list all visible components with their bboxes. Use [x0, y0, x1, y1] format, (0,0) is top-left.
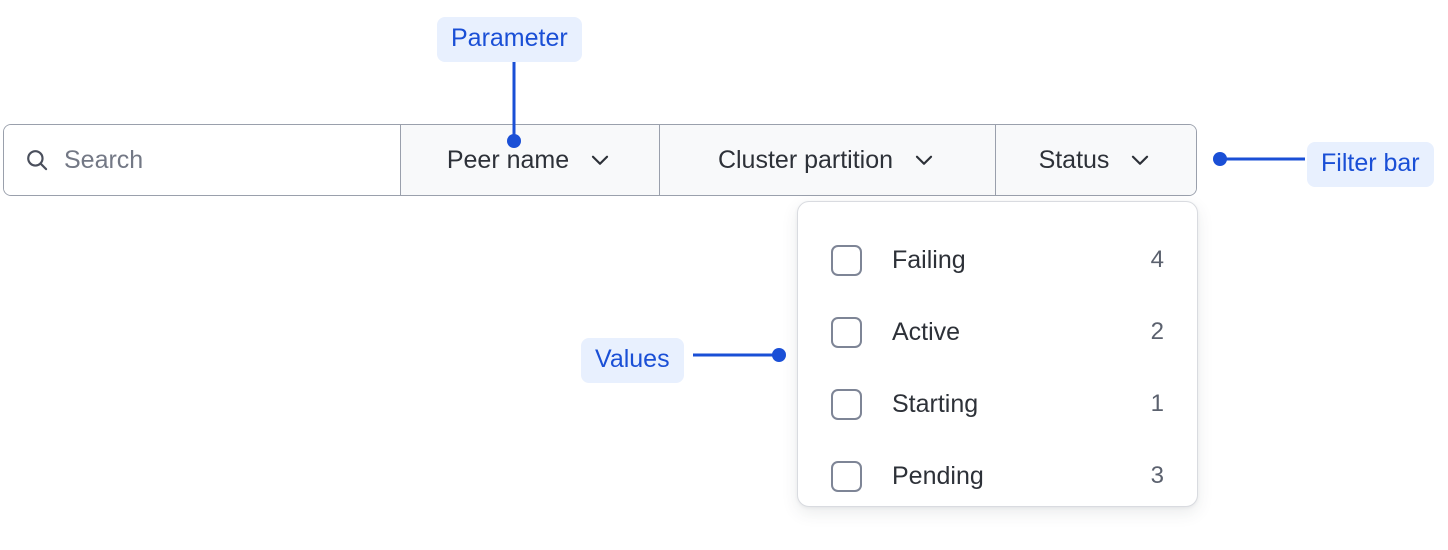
filter-dropdown-peer-name[interactable]: Peer name: [401, 125, 660, 195]
annotation-badge-filter-bar: Filter bar: [1307, 142, 1434, 187]
dropdown-option-label: Failing: [892, 245, 966, 274]
dropdown-option-count: 2: [1150, 318, 1164, 345]
annotation-badge-values: Values: [581, 338, 684, 383]
dropdown-option-count: 4: [1150, 246, 1164, 273]
checkbox-unchecked-icon[interactable]: [831, 460, 862, 492]
dropdown-option-count: 3: [1150, 462, 1164, 489]
annotation-dot-values: [772, 348, 786, 362]
filter-dropdown-peer-name-label: Peer name: [446, 145, 570, 174]
filter-dropdown-cluster-partition-label: Cluster partition: [717, 145, 894, 174]
filter-dropdown-status-label: Status: [1038, 145, 1110, 174]
dropdown-option-label: Pending: [892, 461, 984, 490]
checkbox-unchecked-icon[interactable]: [831, 244, 862, 276]
dropdown-option-starting[interactable]: Starting 1: [798, 368, 1197, 440]
checkbox-unchecked-icon[interactable]: [831, 388, 862, 420]
chevron-down-icon: [1127, 147, 1153, 173]
dropdown-option-pending[interactable]: Pending 3: [798, 440, 1197, 512]
annotation-dot-filter-bar: [1213, 152, 1227, 166]
dropdown-option-label: Active: [892, 317, 961, 346]
search-icon: [24, 147, 50, 173]
search-input[interactable]: [64, 145, 364, 175]
filter-bar: Peer name Cluster partition Status: [3, 124, 1197, 196]
filter-dropdown-status[interactable]: Status: [996, 125, 1196, 195]
checkbox-unchecked-icon[interactable]: [831, 316, 862, 348]
dropdown-option-label: Starting: [892, 389, 979, 418]
filter-dropdown-cluster-partition[interactable]: Cluster partition: [660, 125, 996, 195]
chevron-down-icon: [911, 147, 937, 173]
status-dropdown-panel: Failing 4 Active 2 Starting 1 Pending 3: [797, 201, 1198, 507]
chevron-down-icon: [587, 147, 613, 173]
dropdown-option-active[interactable]: Active 2: [798, 296, 1197, 368]
dropdown-option-failing[interactable]: Failing 4: [798, 224, 1197, 296]
dropdown-option-count: 1: [1150, 390, 1164, 417]
annotation-badge-parameter: Parameter: [437, 17, 582, 62]
search-field[interactable]: [4, 125, 401, 195]
